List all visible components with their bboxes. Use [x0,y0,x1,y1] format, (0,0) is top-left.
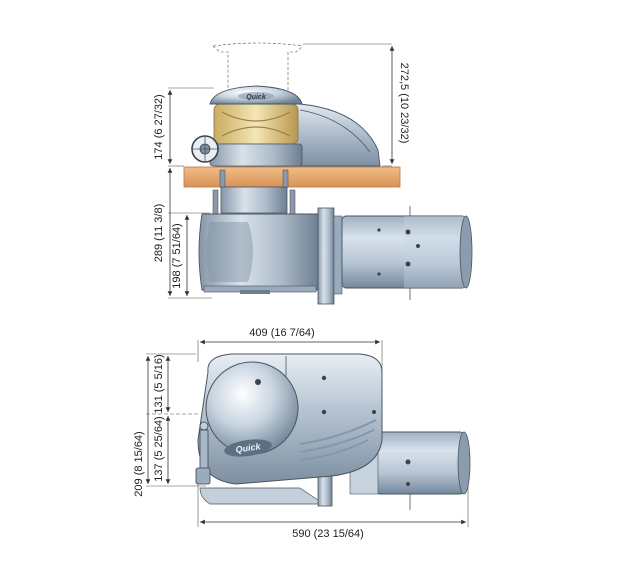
brand-badge [224,439,272,457]
gypsy [213,103,299,145]
hand-wheel [191,135,219,163]
dim-upper-half: 131 (5 5/16) [153,354,165,413]
motor-flange [317,207,335,305]
motor-body-top [375,431,465,495]
hand-lever [195,421,211,485]
dim-total-depth: 209 (8 15/64) [133,431,145,496]
drum-clearance-outline [212,45,304,90]
top-view: Quick 409 (16 7/64) 590 (23 15/64) 131 (… [133,327,471,540]
dim-gearbox-height: 198 (7 51/64) [171,223,183,288]
dim-lower-half: 137 (5 25/64) [153,416,165,481]
brand-logo: Quick [235,441,262,455]
housing-ribs [299,419,377,461]
dim-deck-height: 174 (6 27/32) [153,94,165,159]
shaft-column [220,186,288,214]
dim-overall-length: 590 (23 15/64) [292,528,364,540]
dim-drum-height: 272,5 (10 23/32) [398,63,410,144]
dim-overall-width: 409 (16 7/64) [249,327,314,339]
dim-below-deck: 289 (11 3/8) [153,204,165,263]
deck-plank [183,166,401,188]
side-view: 272,5 (10 23/32) 174 (6 27/32) 289 (11 3… [153,42,473,305]
brand-logo-side: Quick [246,94,267,101]
